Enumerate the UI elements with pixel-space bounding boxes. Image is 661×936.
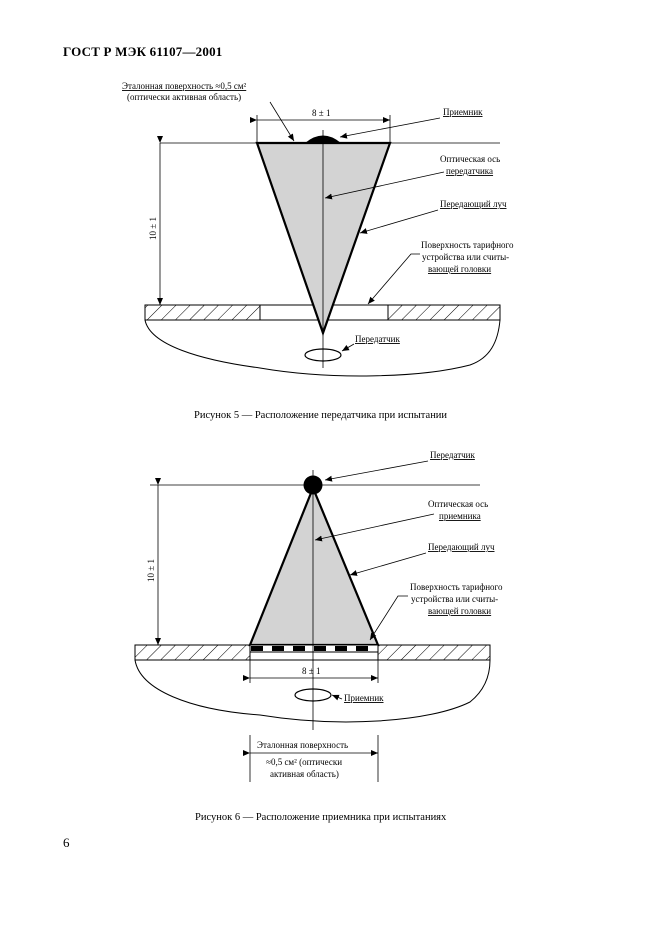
page-number: 6 [63, 835, 70, 850]
surface-hatch-left [134, 644, 251, 661]
device-body-outline [144, 319, 501, 377]
receiver-strip-segments [251, 646, 368, 651]
ref-surface-label-2: (оптически активная область) [127, 92, 241, 102]
document-header: ГОСТ Р МЭК 61107—2001 [63, 44, 223, 59]
transmitter-ball [303, 475, 323, 495]
width-dimension-label: 8 ± 1 [312, 108, 330, 118]
receiver-dome [305, 135, 341, 143]
beam-label: Передающий луч [428, 542, 495, 552]
surface-label-2: устройства или считы- [411, 594, 498, 604]
figure-6-caption: Рисунок 6 — Расположение приемника при и… [195, 812, 447, 823]
optical-axis-label-1: Оптическая ось [440, 154, 500, 164]
surface-label-2: устройства или считы- [422, 252, 509, 262]
surface-label-3: вающей головки [428, 606, 491, 616]
figure-5-caption: Рисунок 5 — Расположение передатчика при… [194, 410, 448, 421]
transmitter-label: Передатчик [355, 334, 400, 344]
surface-label-3: вающей головки [428, 264, 491, 274]
transmitter-ellipse [304, 348, 342, 362]
figure-6: 10 ± 1 8 ± 1 Передатчик Оптическая ось п… [134, 450, 503, 782]
ref-surface-label-2: ≈0,5 см² (оптически [266, 757, 342, 767]
transmitter-label: Передатчик [430, 450, 475, 460]
beam-label: Передающий луч [440, 199, 507, 209]
surface-label-1: Поверхность тарифного [410, 582, 503, 592]
height-dimension-label: 10 ± 1 [146, 559, 156, 582]
width-dimension-label: 8 ± 1 [302, 666, 320, 676]
surface-label-1: Поверхность тарифного [421, 240, 514, 250]
optical-axis-label-2: приемника [439, 511, 481, 521]
optical-axis-label-1: Оптическая ось [428, 499, 488, 509]
beam-cone [248, 485, 380, 647]
device-body-outline [134, 659, 491, 723]
receiver-label: Приемник [443, 107, 483, 117]
surface-hatch-right [387, 304, 501, 321]
receiver-ellipse [294, 688, 332, 702]
surface-hatch-left [144, 304, 261, 321]
figure-5: 8 ± 1 10 ± 1 Эталонная поверхность ≈0,5 … [122, 81, 514, 377]
surface-hatch-right [377, 644, 491, 661]
ref-surface-label-1: Эталонная поверхность ≈0,5 см² [122, 81, 247, 91]
height-dimension-label: 10 ± 1 [148, 217, 158, 240]
optical-axis-label-2: передатчика [446, 166, 493, 176]
ref-surface-label-3: активная область) [270, 769, 339, 779]
ref-surface-label-1: Эталонная поверхность [257, 740, 348, 750]
receiver-label: Приемник [344, 693, 384, 703]
